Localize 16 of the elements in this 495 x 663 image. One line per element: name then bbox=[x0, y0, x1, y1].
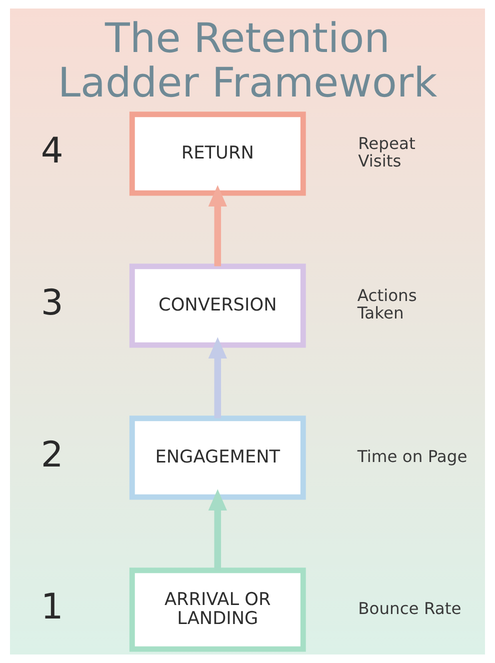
node-label: 3 bbox=[40, 282, 64, 324]
node-label: Repeat Visits bbox=[358, 134, 416, 171]
node-box: ENGAGEMENT bbox=[129, 416, 306, 500]
node-box: CONVERSION bbox=[129, 264, 306, 348]
arrow bbox=[208, 337, 227, 418]
node-label: 1 bbox=[40, 586, 64, 628]
node-label: Time on Page bbox=[357, 446, 468, 466]
node-label: Actions Taken bbox=[357, 286, 417, 323]
node-label: Bounce Rate bbox=[358, 598, 462, 618]
node-label: 4 bbox=[40, 130, 64, 172]
arrow bbox=[208, 185, 227, 266]
node-box: RETURN bbox=[129, 112, 306, 196]
diagram-title: The Retention Ladder Framework bbox=[58, 14, 438, 107]
arrow bbox=[208, 489, 227, 570]
node-box: ARRIVAL OR LANDING bbox=[129, 568, 306, 652]
node-label: 2 bbox=[40, 434, 64, 476]
